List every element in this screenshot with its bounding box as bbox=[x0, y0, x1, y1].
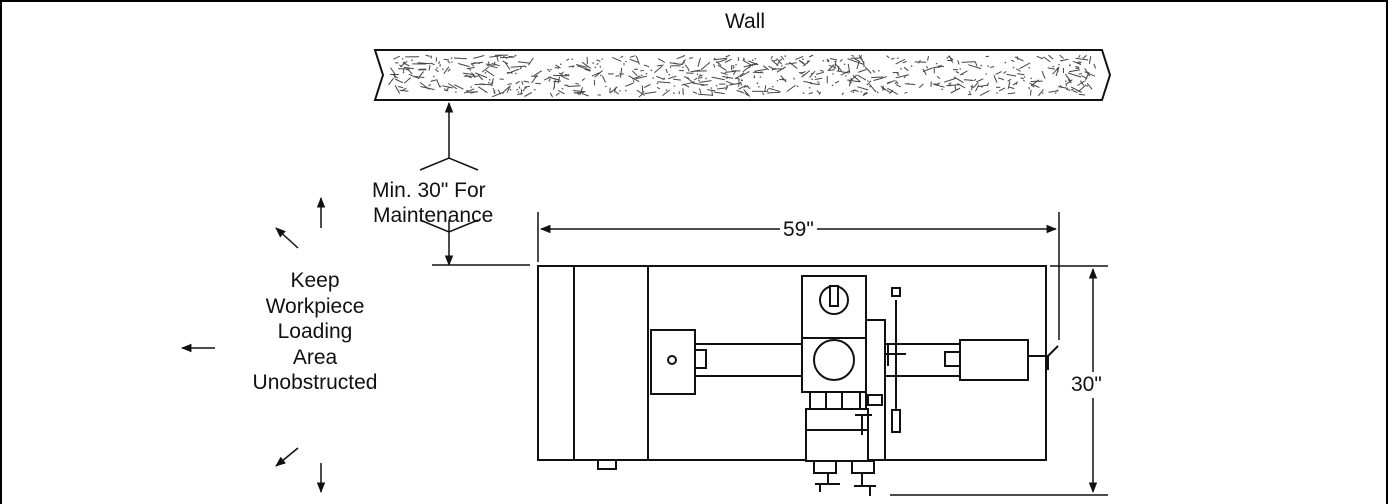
wall-hatching bbox=[388, 54, 1097, 98]
wall-label: Wall bbox=[724, 10, 766, 33]
loading-area-note: Keep Workpiece Loading Area Unobstructed bbox=[230, 268, 400, 396]
loading-note-line: Loading bbox=[277, 320, 353, 343]
maintenance-dimension bbox=[419, 101, 530, 267]
loading-note-line: Workpiece bbox=[265, 294, 365, 318]
depth-dimension-label: 30" bbox=[1069, 372, 1104, 398]
loading-note-line: Area bbox=[292, 345, 338, 369]
wall bbox=[373, 49, 1112, 101]
width-dimension-label: 59" bbox=[780, 217, 817, 243]
maintenance-label-text: Maintenance bbox=[373, 204, 494, 227]
lathe bbox=[537, 265, 1059, 496]
maintenance-label-line1: Min. 30" For bbox=[372, 179, 486, 202]
loading-note-line: Keep bbox=[290, 269, 340, 292]
loading-area-arrows bbox=[180, 196, 326, 494]
loading-note-line: Unobstructed bbox=[252, 371, 378, 394]
tailstock bbox=[959, 339, 1029, 381]
maintenance-label-line2: Maintenance bbox=[373, 203, 493, 229]
